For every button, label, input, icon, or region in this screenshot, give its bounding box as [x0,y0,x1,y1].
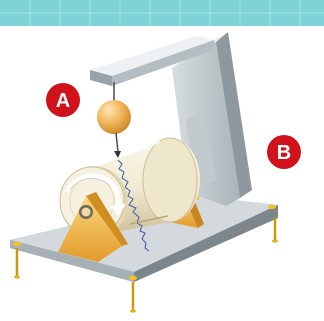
label-b: B [277,142,291,164]
cantilever-arm [90,36,214,86]
seismograph-pen-icon [115,132,119,153]
foot-front [129,275,137,313]
label-b-marker: B [267,135,301,169]
foot-left [13,241,21,279]
header-band [0,0,324,26]
label-a: A [56,90,70,112]
seismogram-trace [117,159,150,252]
pendulum [97,82,131,158]
pendulum-mass [97,100,131,134]
rotation-arrow-icon [65,173,126,216]
feet [13,196,278,313]
foot-right [268,204,278,243]
drum-support-front [58,192,128,262]
label-a-marker: A [46,83,80,117]
